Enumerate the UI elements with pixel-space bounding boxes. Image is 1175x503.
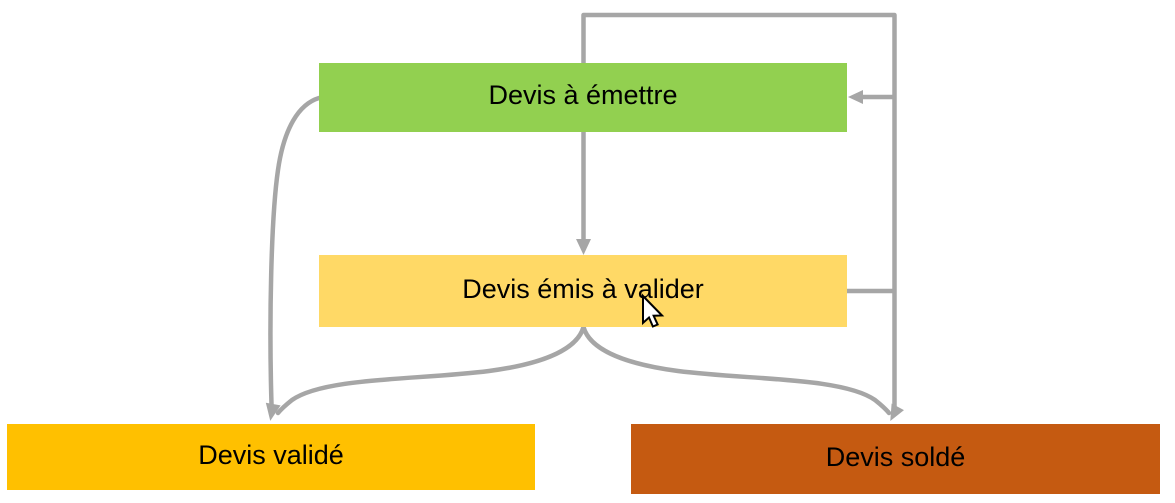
node-devis-a-emettre[interactable]: Devis à émettre bbox=[319, 63, 847, 132]
node-devis-solde[interactable]: Devis soldé bbox=[631, 424, 1160, 494]
edge-rail-top-right bbox=[581, 12, 897, 412]
arrowhead-into-valider bbox=[576, 239, 591, 255]
arrowhead-into-valide bbox=[265, 402, 281, 421]
arrowhead-into-solde bbox=[890, 403, 904, 421]
arrowhead-into-emettre bbox=[848, 90, 863, 104]
node-devis-solde-label: Devis soldé bbox=[825, 441, 966, 472]
node-devis-emis-a-valider[interactable]: Devis émis à valider bbox=[319, 255, 847, 327]
node-devis-emis-a-valider-label: Devis émis à valider bbox=[462, 273, 704, 304]
edge-valider-to-solde bbox=[581, 324, 892, 416]
edge-emettre-to-valide bbox=[268, 95, 322, 407]
node-devis-a-emettre-label: Devis à émettre bbox=[488, 80, 678, 110]
node-devis-valide[interactable]: Devis validé bbox=[7, 424, 535, 490]
node-devis-valide-label: Devis validé bbox=[198, 439, 344, 470]
edge-valider-to-valide bbox=[275, 324, 586, 416]
